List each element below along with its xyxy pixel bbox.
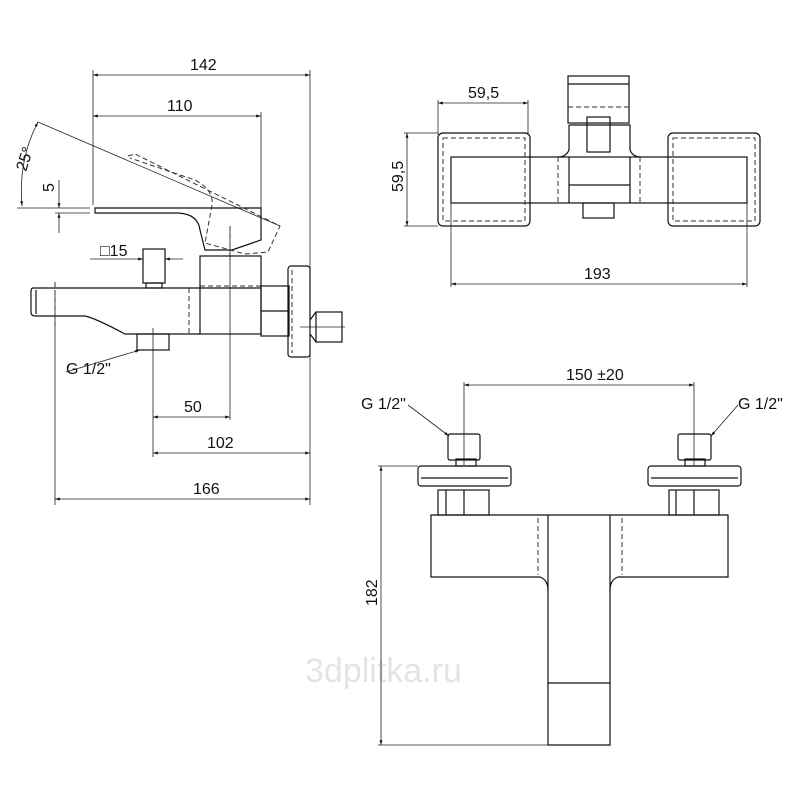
inlet-nut-right (677, 433, 712, 461)
diverter-knob (142, 248, 166, 284)
dim-angle-arc (20, 121, 39, 207)
handle-outline (94, 207, 262, 251)
top-view: 59,5 59,5 193 (390, 75, 761, 287)
dim-depth: 59,5 (390, 161, 407, 192)
dim-110: 110 (167, 98, 193, 115)
flange-right (667, 132, 761, 227)
wall-flange (287, 265, 311, 358)
dim-height: 182 (364, 579, 381, 606)
inlet-nut-left (447, 433, 481, 461)
flange-right (647, 465, 742, 487)
label-inlet-left: G 1/2" (361, 396, 406, 413)
dim-width: 59,5 (468, 85, 499, 102)
outlet-thread (136, 333, 170, 351)
dim-142: 142 (190, 57, 217, 74)
outlet (582, 202, 615, 219)
dim-length: 193 (584, 266, 611, 283)
body-bar (450, 156, 748, 204)
label-outlet: G 1/2" (66, 361, 111, 378)
dim-166: 166 (193, 481, 220, 498)
dim-angle: 25° (14, 145, 38, 173)
label-inlet-right: G 1/2" (738, 396, 783, 413)
side-view: 142 110 25° 5 □15 G 1/2" (14, 57, 345, 505)
spout (30, 287, 200, 335)
handle-lever (586, 116, 611, 153)
flange-left (437, 132, 531, 227)
handle-top (567, 75, 630, 124)
dim-square: □15 (100, 243, 128, 260)
dim-102: 102 (207, 435, 234, 452)
watermark: 3dplitka.ru (305, 652, 462, 690)
dim-gap: 5 (41, 183, 58, 192)
flange-left (417, 465, 512, 487)
handle-raised-outline (127, 153, 281, 255)
mixer-body (430, 514, 729, 746)
mixer-body (199, 255, 262, 335)
dim-spacing: 150 ±20 (566, 367, 624, 384)
front-view: 150 ±20 G 1/2" G 1/2" 182 (361, 367, 783, 746)
dim-50: 50 (184, 399, 202, 416)
